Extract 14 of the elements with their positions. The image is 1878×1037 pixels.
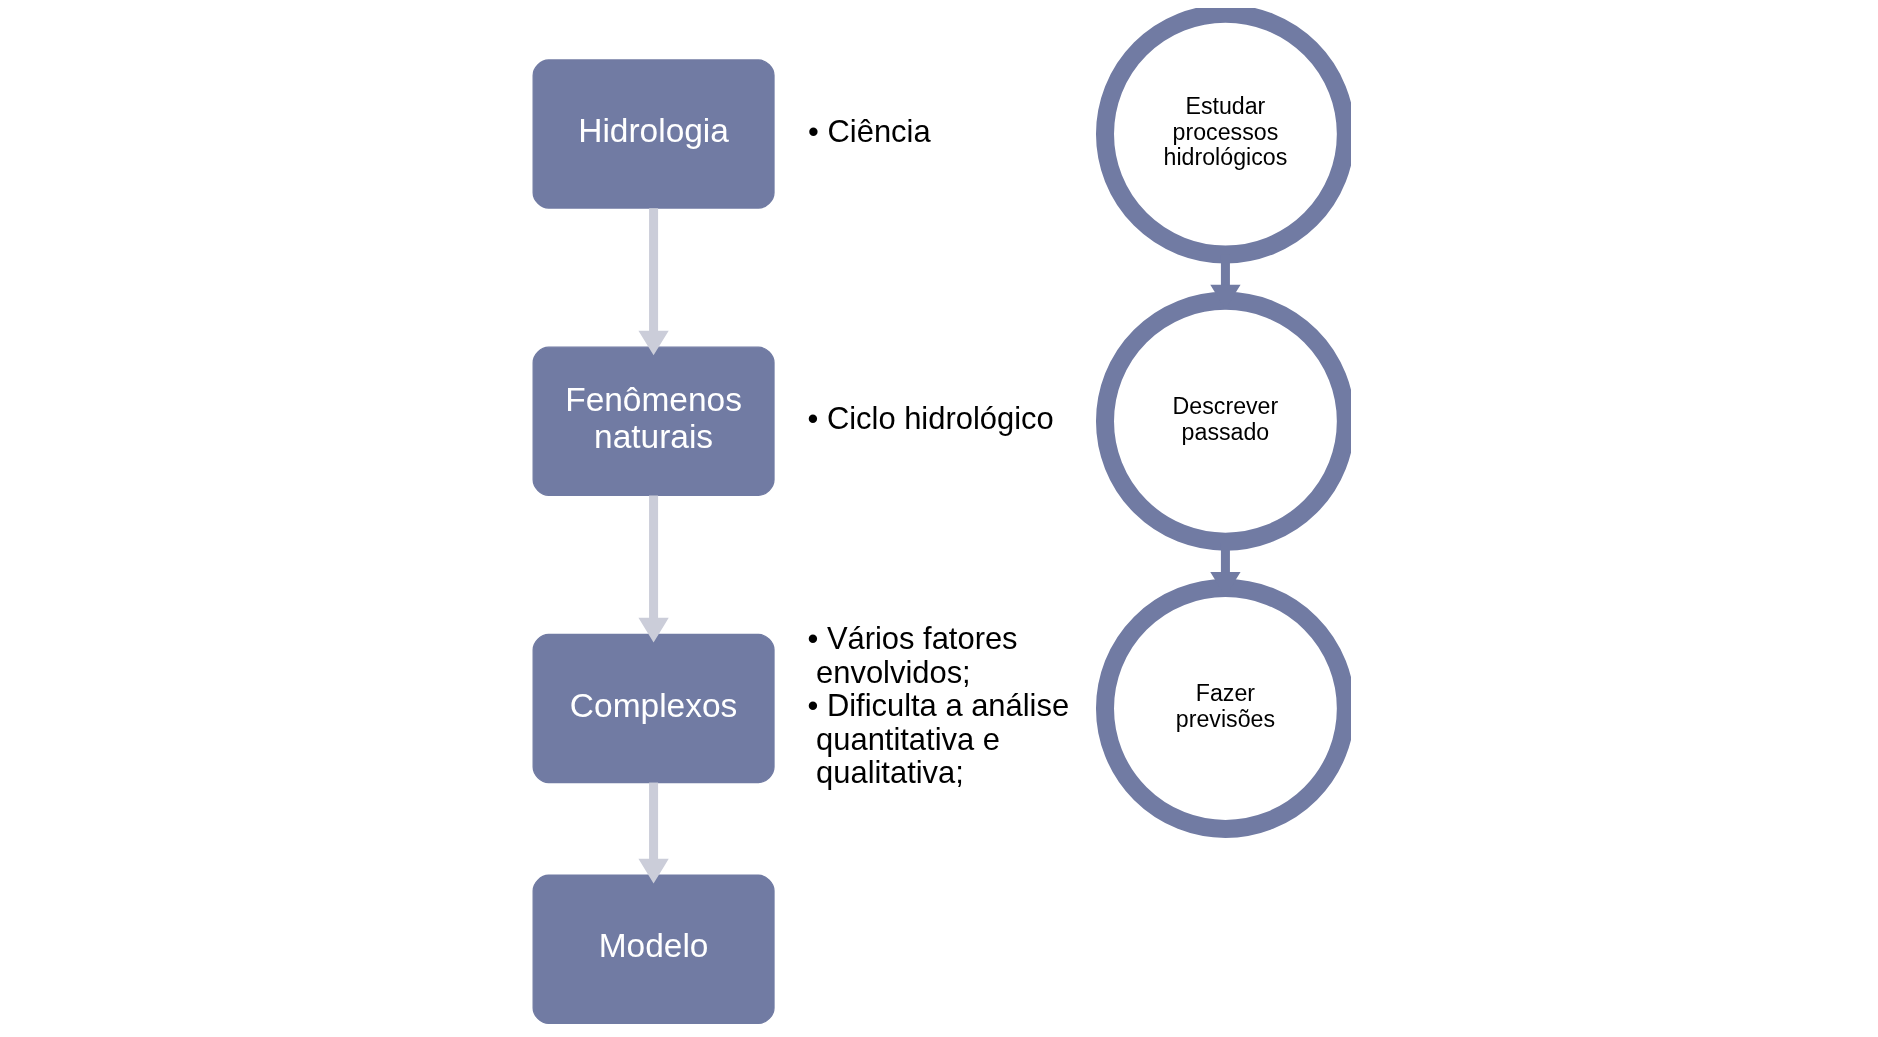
arrow <box>637 208 669 356</box>
arrow <box>637 782 669 884</box>
node-circle: Fazer previsões <box>1095 579 1351 838</box>
node-label: • Vários fatores envolvidos; <box>806 621 1018 690</box>
arrow <box>637 495 669 643</box>
node-box: Fenômenos naturais <box>532 346 775 496</box>
node-circle: Descrever passado <box>1095 291 1351 551</box>
node-circle: Estudar processos hidrológicos <box>1095 8 1351 264</box>
node-label: • Ciência <box>807 114 931 150</box>
node-box: Complexos <box>532 633 775 784</box>
node-label: • Ciclo hidrológico <box>806 401 1054 437</box>
node-label: • Dificulta a análise quantitativa e qualitativa; <box>806 688 1069 791</box>
node-box: Hidrologia <box>532 59 775 209</box>
node-box: Modelo <box>532 874 775 1025</box>
